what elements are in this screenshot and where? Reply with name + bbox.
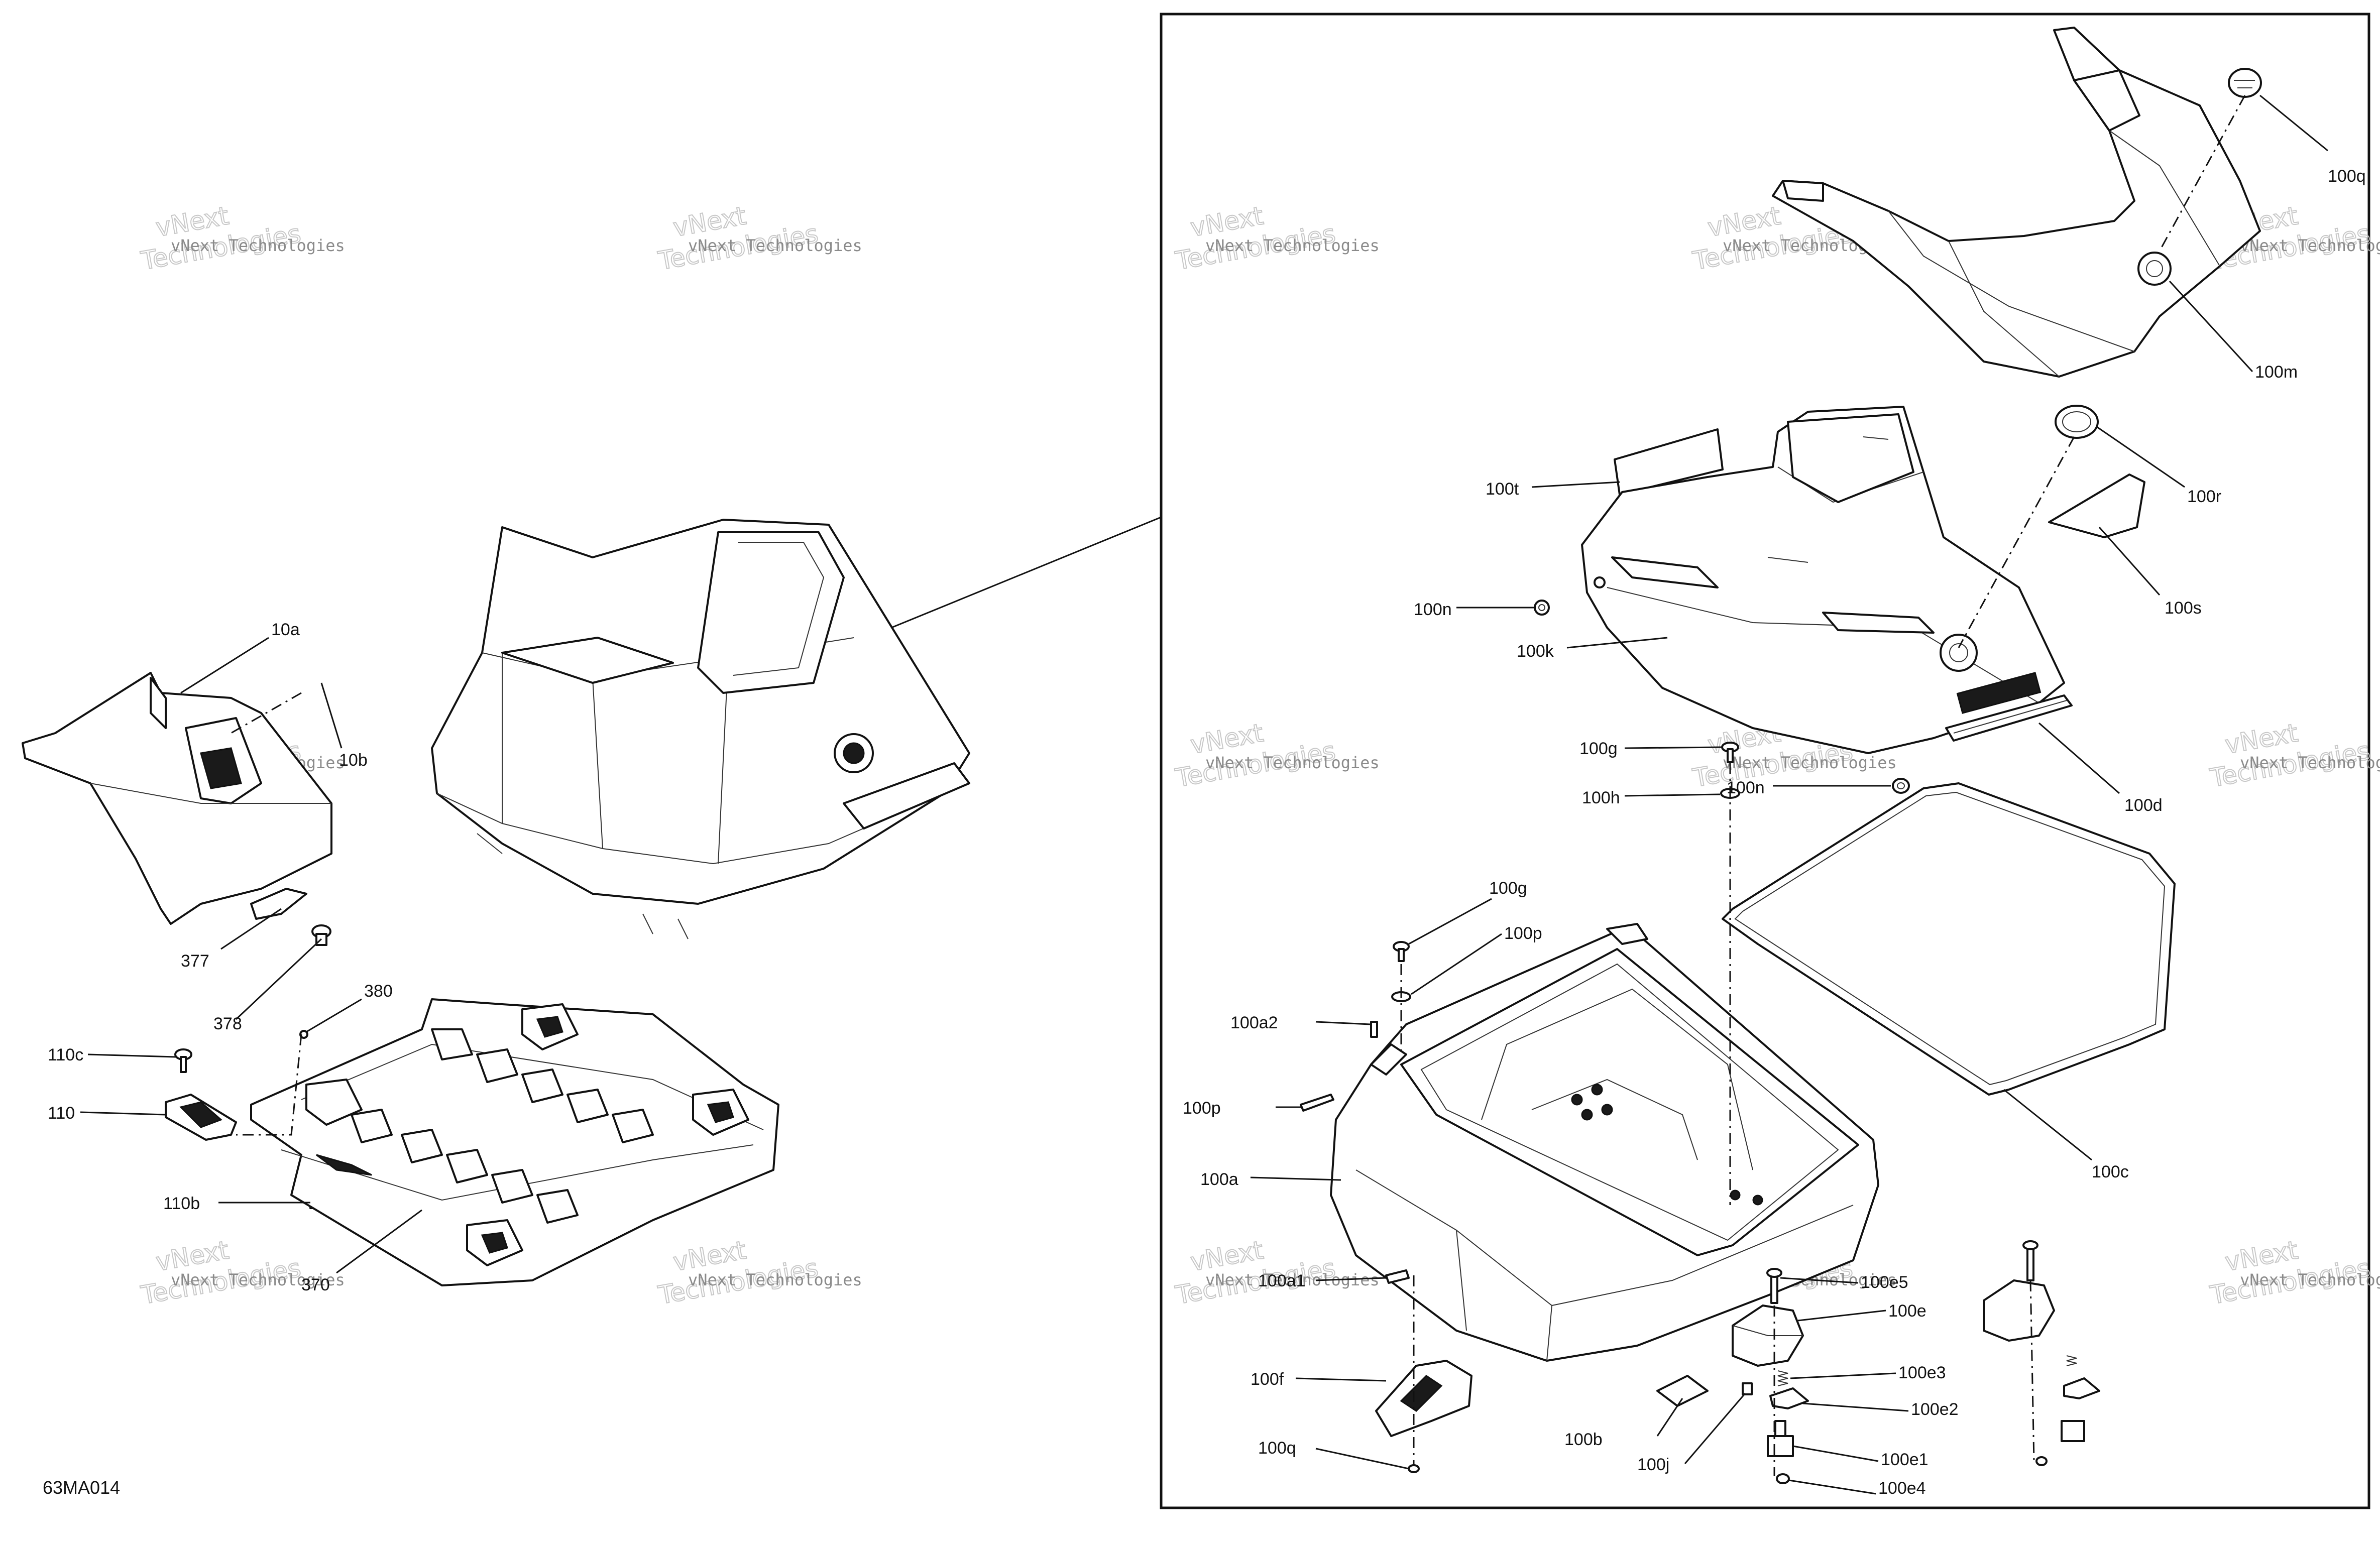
callout-100e: 100e — [1888, 1301, 1926, 1321]
part-380-rivet — [299, 1030, 308, 1039]
svg-text:vNext Technologies: vNext Technologies — [171, 236, 345, 255]
watermark: vNext Technologies vNext Technologies — [655, 1235, 862, 1311]
part-100n-grommet — [1892, 778, 1910, 794]
callout-100a: 100a — [1200, 1170, 1238, 1189]
callout-100m: 100m — [2255, 363, 2298, 382]
callout-100g-left: 100g — [1489, 879, 1527, 898]
part-378-bolt — [311, 924, 331, 946]
second-latch-assembly — [1983, 1240, 2100, 1466]
callout-100f: 100f — [1251, 1370, 1284, 1389]
callout-110b: 110b — [163, 1194, 200, 1213]
part-100c-seal — [1722, 782, 2176, 1096]
part-100b-pad — [1656, 1375, 1709, 1407]
assembled-top-case — [431, 519, 970, 939]
watermark: vNext Technologies vNext Technologies — [138, 1235, 345, 1311]
part-100p-hinge-pin — [1300, 1094, 1334, 1112]
callout-100t: 100t — [1486, 480, 1519, 499]
callout-100n-left: 100n — [1414, 600, 1452, 619]
plate-cutouts — [351, 1028, 654, 1224]
part-100e5-pin — [1766, 1268, 1782, 1304]
leader-lines — [80, 94, 2328, 1495]
svg-text:vNext Technologies: vNext Technologies — [688, 236, 862, 255]
part-100e1-housing — [1767, 1420, 1794, 1457]
assembly-center-lines — [231, 95, 2246, 1476]
watermark: vNext Technologies vNext Technologies — [1173, 718, 1380, 793]
part-100s-decal — [2048, 473, 2145, 538]
part-100g-screw — [1393, 941, 1410, 962]
part-100e3-spring — [1777, 1370, 1788, 1386]
callout-10a: 10a — [271, 620, 300, 639]
part-100a1-pin — [1385, 1269, 1410, 1284]
part-100m-top-cover — [1772, 27, 2261, 378]
part-100e4-nut — [1776, 1473, 1790, 1484]
svg-text:vNext Technologies: vNext Technologies — [2240, 753, 2380, 772]
svg-text:vNext Technologies: vNext Technologies — [1205, 753, 1380, 772]
callout-110c: 110c — [48, 1045, 83, 1064]
callout-380: 380 — [364, 982, 393, 1001]
part-110c-screw — [174, 1048, 192, 1073]
part-100q-badge — [2228, 68, 2262, 98]
svg-text:vNext Technologies: vNext Technologies — [688, 1270, 862, 1289]
callout-100q-top: 100q — [2328, 167, 2366, 186]
callout-100n-mid: 100n — [1727, 778, 1765, 797]
callout-100h: 100h — [1582, 788, 1620, 807]
part-10a-bracket — [22, 672, 332, 925]
part-100a2-pin — [1370, 1021, 1378, 1038]
callout-100e2: 100e2 — [1911, 1400, 1959, 1419]
part-100e2-catch — [1769, 1387, 1809, 1409]
part-100d-strip — [1945, 694, 2073, 742]
part-100e-latch — [1732, 1304, 1804, 1367]
exploded-view-frame — [1160, 13, 2370, 1509]
svg-text:vNext Technologies: vNext Technologies — [1723, 753, 1897, 772]
callout-370: 370 — [301, 1275, 330, 1294]
callout-10b: 10b — [339, 751, 368, 770]
callout-100k: 100k — [1517, 642, 1554, 661]
callout-100a2: 100a2 — [1230, 1013, 1278, 1032]
watermark: vNext Technologies vNext Technologies — [655, 200, 862, 276]
watermark: vNext Technologies vNext Technologies — [2207, 718, 2380, 793]
part-370-base-plate — [250, 998, 779, 1286]
part-100r-ring — [2055, 405, 2099, 439]
callout-100e5: 100e5 — [1861, 1273, 1908, 1292]
part-110-pad — [165, 1094, 237, 1141]
callout-100g-top: 100g — [1579, 739, 1618, 758]
callout-100p-left: 100p — [1183, 1099, 1221, 1118]
svg-text:vNext Technologies: vNext Technologies — [2240, 1270, 2380, 1289]
watermark: vNext Technologies vNext Technologies — [2207, 1235, 2380, 1311]
callout-100e3: 100e3 — [1898, 1363, 1946, 1382]
svg-text:vNext Technologies: vNext Technologies — [2240, 236, 2380, 255]
callout-100e4: 100e4 — [1878, 1479, 1926, 1498]
plate-mounts — [305, 1003, 749, 1266]
part-100k-lid — [1581, 406, 2065, 754]
callout-100a1: 100a1 — [1258, 1271, 1306, 1290]
callout-100p-top: 100p — [1504, 924, 1542, 943]
callout-100j: 100j — [1637, 1455, 1669, 1474]
callout-377: 377 — [181, 952, 209, 971]
svg-text:vNext Technologies: vNext Technologies — [1205, 236, 1380, 255]
callout-100s: 100s — [2165, 599, 2202, 618]
part-100n-grommet — [1534, 600, 1550, 616]
diagram-code: 63MA014 — [43, 1477, 120, 1498]
part-100f-bracket — [1375, 1360, 1472, 1473]
callout-100c: 100c — [2092, 1162, 2129, 1181]
watermark: vNext Technologies vNext Technologies — [138, 200, 345, 276]
callout-110: 110 — [48, 1104, 75, 1123]
callout-labels: 10a 10b 377 378 380 110c 110 110b 370 10… — [48, 167, 2366, 1498]
callout-100b: 100b — [1564, 1430, 1603, 1449]
callout-100e1: 100e1 — [1881, 1450, 1929, 1469]
frame-connector-line — [891, 516, 1162, 629]
callout-378: 378 — [213, 1014, 242, 1033]
svg-text:vNext Technologies: vNext Technologies — [171, 1270, 345, 1289]
watermark: vNext Technologies vNext Technologies — [1173, 200, 1380, 276]
part-100j-nut — [1742, 1382, 1753, 1395]
callout-100r: 100r — [2187, 487, 2221, 506]
callout-100q-bottom: 100q — [1258, 1439, 1296, 1458]
callout-100d: 100d — [2124, 796, 2163, 815]
part-100a-base — [1330, 923, 1879, 1362]
